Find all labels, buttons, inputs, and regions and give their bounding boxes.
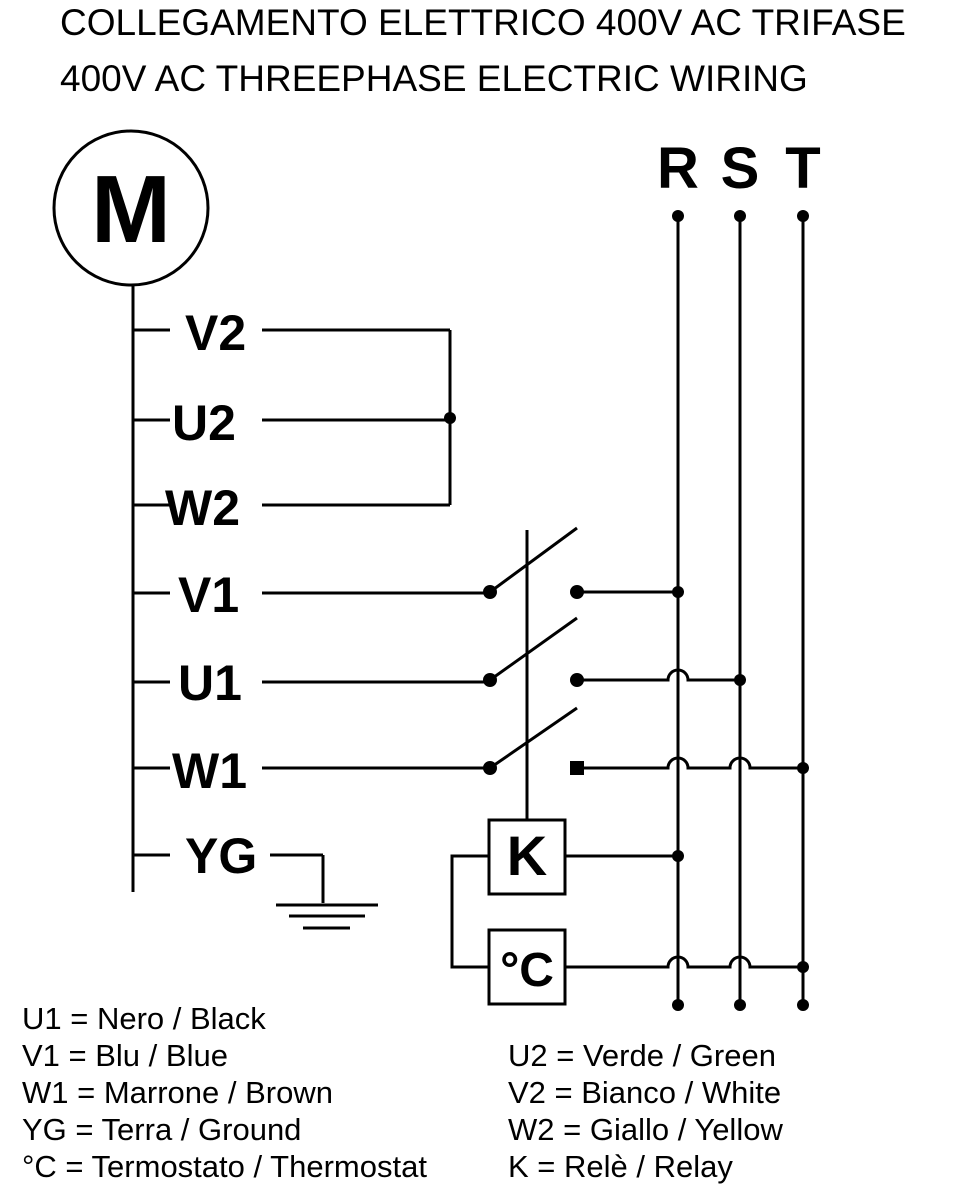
legend-item: U2 = Verde / Green xyxy=(508,1038,776,1073)
legend-item: YG = Terra / Ground xyxy=(22,1112,302,1147)
legend-item: V1 = Blu / Blue xyxy=(22,1038,228,1073)
terminal-u1-label: U1 xyxy=(178,655,242,711)
terminal-w2-label: W2 xyxy=(165,480,240,536)
motor-symbol: M xyxy=(52,129,210,287)
legend-item: W2 = Giallo / Yellow xyxy=(508,1112,783,1147)
legend-item: K = Relè / Relay xyxy=(508,1149,733,1184)
terminal-v2-label: V2 xyxy=(185,305,246,361)
motor-circle xyxy=(52,129,210,287)
legend-item: U1 = Nero / Black xyxy=(22,1001,266,1036)
legend-left: U1 = Nero / Black V1 = Blu / Blue W1 = M… xyxy=(22,1000,427,1185)
legend-item: W1 = Marrone / Brown xyxy=(22,1075,333,1110)
phase-s-label: S xyxy=(721,136,760,201)
legend-item: V2 = Bianco / White xyxy=(508,1075,782,1110)
ground-symbol xyxy=(270,853,378,930)
terminal-u2-label: U2 xyxy=(172,395,236,451)
relay-label: K xyxy=(507,824,547,887)
diagram-title-english: 400V AC THREEPHASE ELECTRIC WIRING xyxy=(60,58,808,99)
legend-item: °C = Termostato / Thermostat xyxy=(22,1149,427,1184)
terminal-w1-label: W1 xyxy=(172,743,247,799)
diagram-title-italian: COLLEGAMENTO ELETTRICO 400V AC TRIFASE xyxy=(60,2,906,43)
thermostat: °C xyxy=(450,854,809,1006)
terminal-v1-label: V1 xyxy=(178,567,239,623)
phase-r-label: R xyxy=(657,136,699,201)
terminal-yg-label: YG xyxy=(185,828,257,884)
star-connection xyxy=(262,328,456,507)
relay-coil: K xyxy=(487,818,684,896)
relay-contacts xyxy=(483,526,584,820)
thermostat-label: °C xyxy=(500,944,554,997)
phase-lines xyxy=(672,210,809,1011)
phase-t-label: T xyxy=(785,136,820,201)
legend-right: U2 = Verde / Green V2 = Bianco / White W… xyxy=(508,1037,783,1185)
phase-connections xyxy=(577,586,809,774)
motor-label: M xyxy=(91,156,171,263)
